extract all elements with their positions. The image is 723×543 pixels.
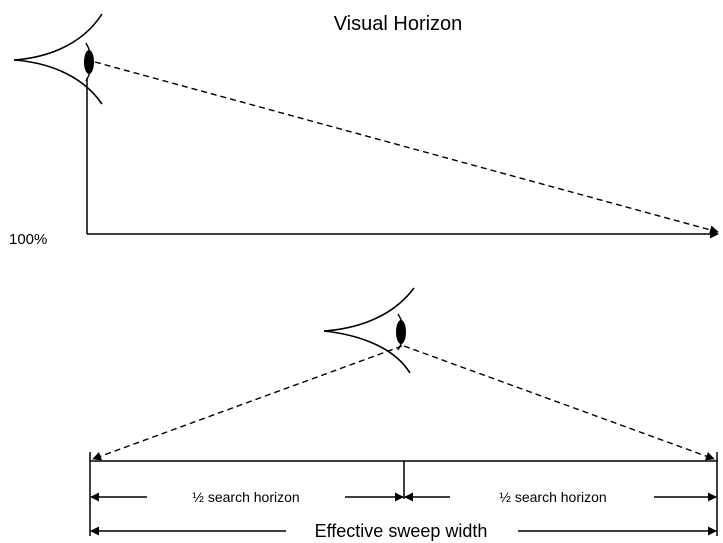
effective-sweep-width-label: Effective sweep width xyxy=(315,521,488,541)
top-eye-lower-lid xyxy=(13,59,103,105)
bottom-eye-pupil xyxy=(396,320,406,344)
baseline-percent-label: 100% xyxy=(9,231,47,248)
top-eye-pupil xyxy=(84,50,94,74)
diagram-title: Visual Horizon xyxy=(334,13,463,35)
top-eye-icon xyxy=(13,13,103,105)
top-diagram: Visual Horizon 100% xyxy=(9,13,719,248)
right-sightline xyxy=(403,345,715,461)
bottom-eye-lower-lid xyxy=(323,330,411,374)
bottom-eye-icon xyxy=(323,287,415,374)
left-sightline xyxy=(92,345,403,461)
right-half-search-horizon-label: ½ search horizon xyxy=(499,489,606,505)
horizon-sightline xyxy=(94,61,719,235)
bottom-eye-upper-lid xyxy=(323,287,415,332)
top-eye-upper-lid xyxy=(13,13,103,61)
left-half-search-horizon-label: ½ search horizon xyxy=(192,489,299,505)
bottom-diagram: ½ search horizon ½ search horizon Effect… xyxy=(89,287,718,541)
